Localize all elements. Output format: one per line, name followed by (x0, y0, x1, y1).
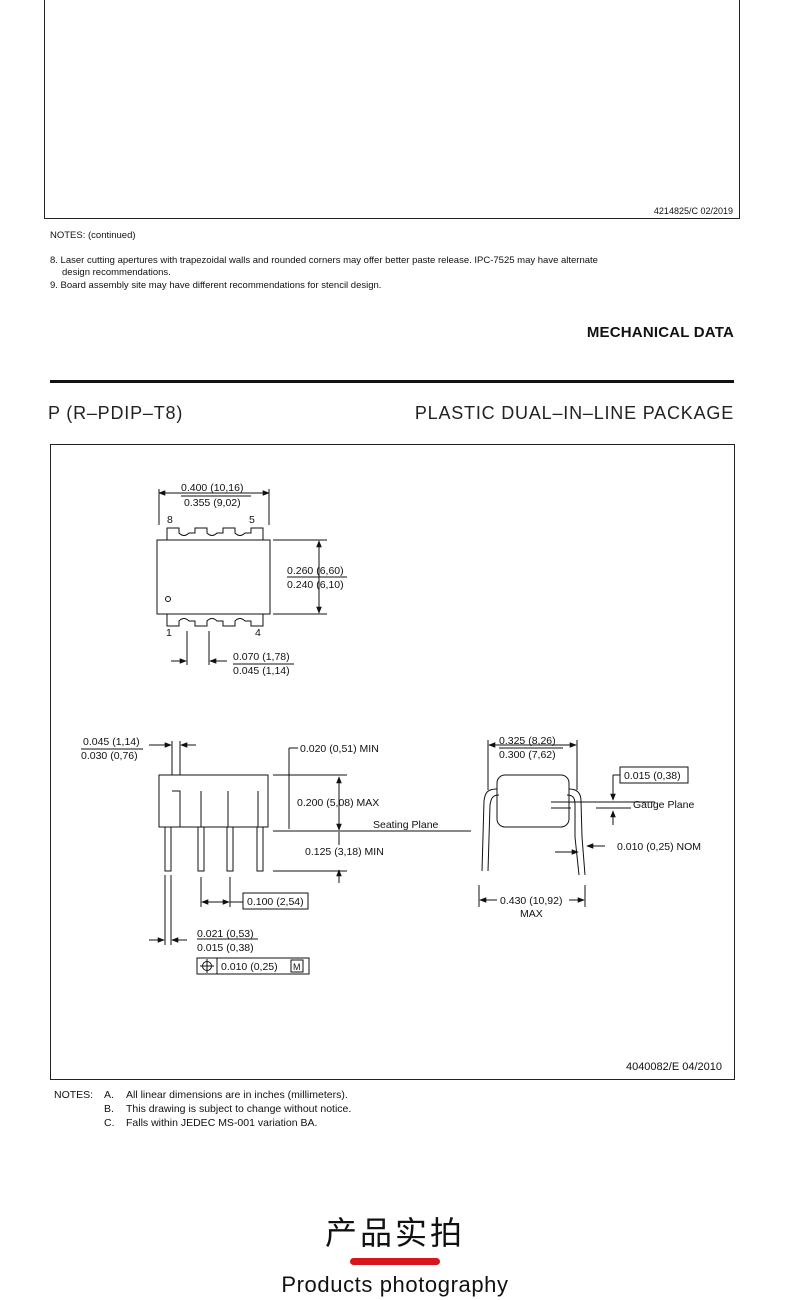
pin-4-label: 4 (255, 627, 261, 639)
dim-lead-length: 0.125 (3,18) MIN (305, 846, 384, 858)
dim-shoulder-max: 0.045 (1,14) (83, 736, 140, 748)
dim-height: 0.200 (5,08) MAX (297, 797, 379, 809)
note-8-line-2: design recommendations. (62, 267, 171, 278)
gauge-value: 0.015 (0,38) (624, 770, 681, 782)
dim-width-min: 0.355 (9,02) (184, 497, 241, 509)
modifier-m-symbol: M (293, 962, 301, 972)
dim-lead-width-min: 0.015 (0,38) (197, 942, 254, 954)
position-tolerance: 0.010 (0,25) (221, 961, 278, 973)
note-letter-b: B. (104, 1103, 114, 1115)
dim-width-max: 0.400 (10,16) (181, 482, 243, 494)
section-title-en: Products photography (281, 1272, 509, 1297)
drawing-doc-number: 4040082/E 04/2010 (625, 1061, 722, 1073)
section-title-zh: 产品实拍 (324, 1215, 465, 1251)
note-8-line-1: 8. Laser cutting apertures with trapezoi… (50, 255, 598, 266)
dim-shoulder-min: 0.030 (0,76) (81, 750, 138, 762)
dim-row-max: 0.325 (8,26) (499, 735, 556, 747)
package-drawing: 0.400 (10,16) 0.355 (9,02) 8 5 1 4 0.260… (81, 482, 701, 975)
dim-end-max: 0.070 (1,78) (233, 651, 290, 663)
notes-continued-heading: NOTES: (continued) (50, 230, 136, 241)
dim-standoff: 0.020 (0,51) MIN (300, 743, 379, 755)
mechanical-data-title: MECHANICAL DATA (586, 324, 734, 341)
pin-1-label: 1 (166, 627, 172, 639)
section-accent-bar (350, 1258, 440, 1265)
note-letter-a: A. (104, 1089, 114, 1101)
dim-spread: 0.430 (10,92) (500, 895, 562, 907)
note-c-text: Falls within JEDEC MS-001 variation BA. (126, 1117, 318, 1129)
dim-lead-thickness: 0.010 (0,25) NOM (617, 841, 701, 853)
top-doc-number: 4214825/C 02/2019 (653, 206, 733, 216)
package-drawing-frame: 0.400 (10,16) 0.355 (9,02) 8 5 1 4 0.260… (50, 444, 735, 1080)
pin-8-label: 8 (167, 514, 173, 526)
header-rule (50, 380, 734, 383)
dim-body-min: 0.240 (6,10) (287, 579, 344, 591)
dim-row-min: 0.300 (7,62) (499, 749, 556, 761)
package-name: PLASTIC DUAL–IN–LINE PACKAGE (414, 403, 734, 423)
note-b-text: This drawing is subject to change withou… (126, 1103, 352, 1115)
dim-end-min: 0.045 (1,14) (233, 665, 290, 677)
seating-plane-label: Seating Plane (373, 819, 439, 831)
pin-5-label: 5 (249, 514, 255, 526)
note-a-text: All linear dimensions are in inches (mil… (126, 1089, 348, 1101)
notes-label: NOTES: (54, 1089, 94, 1101)
gauge-plane-label: Gauge Plane (633, 799, 694, 811)
top-drawing-frame: 4214825/C 02/2019 (44, 0, 740, 219)
package-code: P (R–PDIP–T8) (48, 403, 184, 423)
dim-spread-suffix: MAX (520, 908, 543, 920)
dim-body-max: 0.260 (6,60) (287, 565, 344, 577)
dim-pitch: 0.100 (2,54) (247, 896, 304, 908)
note-9: 9. Board assembly site may have differen… (50, 280, 382, 291)
dim-lead-width-max: 0.021 (0,53) (197, 928, 254, 940)
note-letter-c: C. (104, 1117, 115, 1129)
